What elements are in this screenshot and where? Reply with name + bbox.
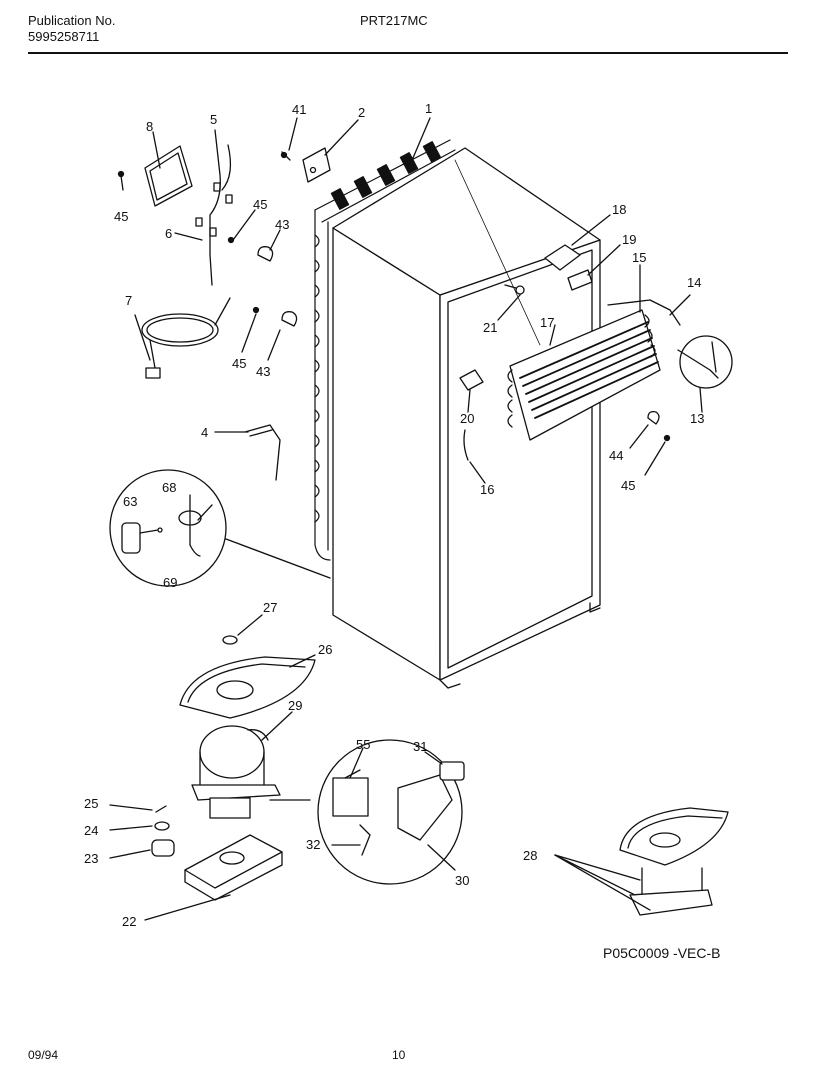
callout-23: 23 [84,851,98,866]
callout-22: 22 [122,914,136,929]
bracket-part-22 [144,834,283,921]
part-20 [459,369,484,413]
condenser-coil [314,139,456,561]
callout-68: 68 [162,480,176,495]
callout-5: 5 [210,112,217,127]
callout-24: 24 [84,823,98,838]
callout-63: 63 [123,494,137,509]
drain-pan-part-26 [179,654,316,719]
evaporator-part-17 [507,309,661,441]
screw-part-45-d [663,434,671,442]
callout-25: 25 [84,796,98,811]
cover-part-8 [144,131,193,207]
publication-number: 5995258711 [28,29,100,44]
callout-13: 13 [690,411,704,426]
page-number: 10 [392,1048,406,1062]
tube-part-4 [214,424,281,481]
alternate-compressor-part-28 [554,807,729,916]
compressor-part-29 [191,711,311,819]
callout-45-c: 45 [232,356,246,371]
inset-relay-overload [317,739,465,885]
harness-part-5-6 [174,129,233,286]
callout-26: 26 [318,642,332,657]
callout-2: 2 [358,105,365,120]
power-cord-part-7 [134,297,231,379]
callout-16: 16 [480,482,494,497]
footer-date: 09/94 [28,1048,59,1062]
clip-part-43-b [267,311,298,361]
callout-17: 17 [540,315,554,330]
callout-43-b: 43 [256,364,270,379]
coil-loops-side [314,234,320,523]
callout-8: 8 [146,119,153,134]
part-16 [463,429,486,484]
inset-part-13 [677,335,733,413]
callout-32: 32 [306,837,320,852]
callout-44: 44 [609,448,623,463]
callout-41: 41 [292,102,306,117]
callout-18: 18 [612,202,626,217]
callout-27: 27 [263,600,277,615]
bracket-part-18 [544,214,611,271]
callout-45-b: 45 [253,197,267,212]
screw-part-41 [280,117,298,161]
callout-45-a: 45 [114,209,128,224]
callout-4: 4 [201,425,208,440]
mount-parts-23-25 [109,804,175,859]
bracket-part-19 [567,244,621,291]
part-21 [497,284,525,321]
header-rule [28,52,788,54]
clip-part-43-a [257,229,281,262]
tubing-part-14 [607,299,681,326]
coil-tubes-top [330,141,442,210]
callout-21: 21 [483,320,497,335]
callout-30: 30 [455,873,469,888]
callout-15: 15 [632,250,646,265]
clip-part-44 [629,410,660,449]
callout-29: 29 [288,698,302,713]
callout-14: 14 [687,275,701,290]
callout-6: 6 [165,226,172,241]
grommet-part-27 [222,614,263,645]
publication-label: Publication No. [28,13,116,28]
callout-labels: 1 2 41 5 8 45 45 6 43 7 45 43 4 18 19 15… [84,101,704,929]
callout-20: 20 [460,411,474,426]
callout-31: 31 [413,739,427,754]
callout-1: 1 [425,101,432,116]
inset-filter-drier [109,469,331,587]
callout-7: 7 [125,293,132,308]
callout-55: 55 [356,737,370,752]
diagram-code: P05C0009 -VEC-B [603,945,721,961]
bracket-part-2 [302,119,359,183]
callout-45-d: 45 [621,478,635,493]
callout-69: 69 [163,575,177,590]
callout-43-a: 43 [275,217,289,232]
model-number: PRT217MC [360,13,428,28]
screw-part-45-c [252,306,260,314]
callout-28: 28 [523,848,537,863]
callout-19: 19 [622,232,636,247]
